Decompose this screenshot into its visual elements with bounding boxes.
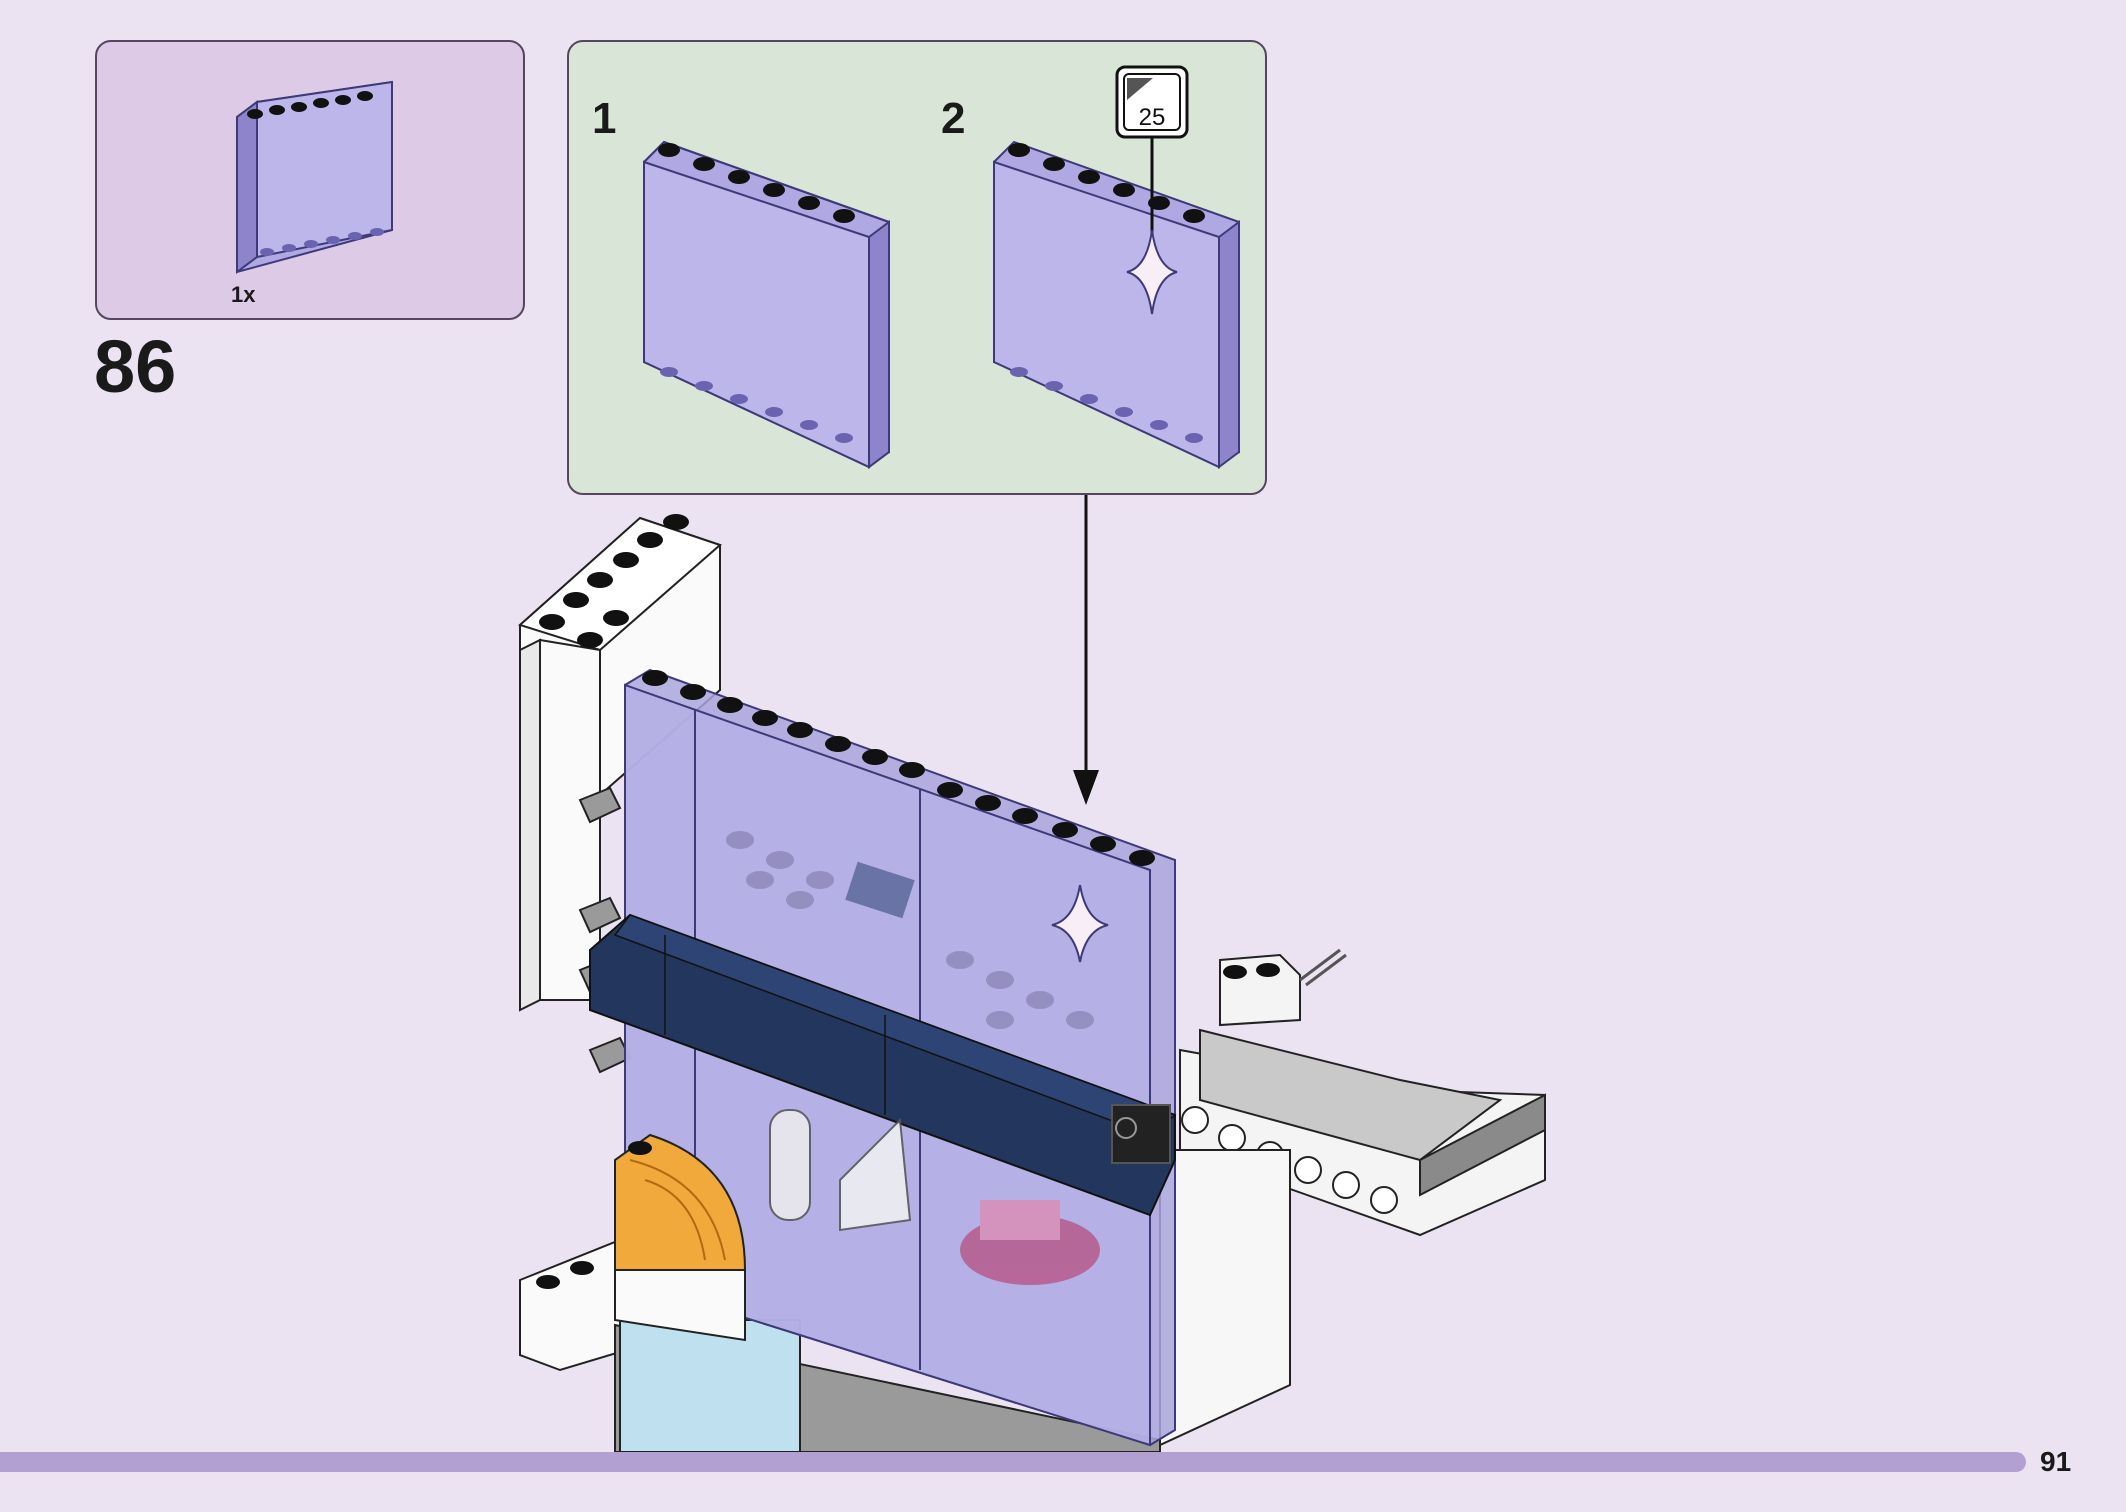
- lower-window: [619, 1319, 801, 1452]
- sticker-callout: [1115, 65, 1189, 315]
- panel-part-icon: [236, 80, 393, 274]
- interior-items: [769, 1109, 1100, 1285]
- build-illustration: [518, 495, 1546, 1452]
- sub-step-1-panel: [643, 140, 890, 469]
- sticker-star: [1051, 884, 1109, 963]
- orange-arch: [614, 1133, 747, 1342]
- sub-step-1-number: 1: [592, 94, 617, 143]
- step-number: 86: [94, 325, 177, 408]
- footer-bar: [0, 1452, 2026, 1472]
- sub-step-2-number: 2: [941, 94, 966, 143]
- parts-list-box: 1x: [95, 40, 525, 320]
- navy-band: [589, 913, 1177, 1217]
- placement-arrow: [1073, 495, 1099, 805]
- part-quantity: 1x: [231, 282, 256, 307]
- sticker-number: 25: [1138, 104, 1166, 131]
- page-number: 91: [2040, 1446, 2072, 1477]
- technic-beam: [1179, 948, 1546, 1237]
- sub-assembly-illustration: [643, 65, 1240, 469]
- sub-assembly-box: 1 2 25: [567, 40, 1267, 495]
- sub-step-2-panel: [993, 140, 1240, 469]
